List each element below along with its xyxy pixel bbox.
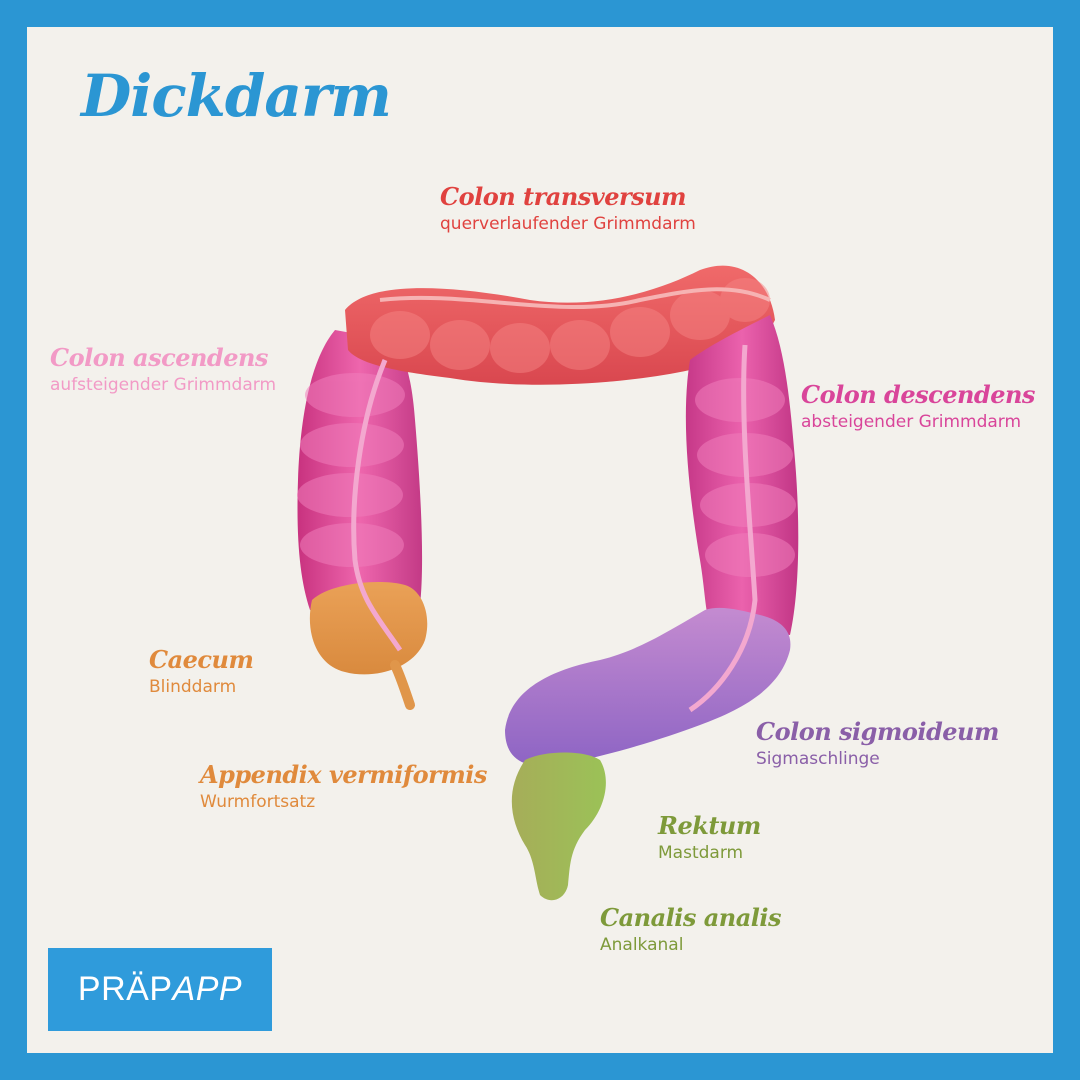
label-latin: Colon transversum [440, 182, 686, 211]
label-german: Blinddarm [149, 677, 237, 697]
label-colon-ascendens: Colon ascendens aufsteigender Grimmdarm [50, 343, 276, 397]
label-latin: Colon descendens [801, 380, 1035, 409]
label-latin: Colon sigmoideum [756, 717, 999, 746]
label-german: Mastdarm [658, 843, 744, 863]
label-colon-descendens: Colon descendens absteigender Grimmdarm [801, 380, 1035, 434]
label-german: Wurmfortsatz [200, 792, 316, 812]
label-latin: Appendix vermiformis [200, 760, 487, 789]
label-colon-transversum: Colon transversum querverlaufender Grimm… [440, 182, 696, 236]
label-latin: Canalis analis [600, 903, 782, 932]
logo-italic: APP [172, 970, 243, 1008]
label-latin: Colon ascendens [50, 343, 268, 372]
page-title: Dickdarm [81, 62, 392, 130]
label-canalis-analis: Canalis analis Analkanal [600, 903, 782, 957]
label-german: querverlaufender Grimmdarm [440, 214, 696, 234]
label-rektum: Rektum Mastdarm [658, 811, 761, 865]
label-german: aufsteigender Grimmdarm [50, 375, 277, 395]
label-colon-sigmoideum: Colon sigmoideum Sigmaschlinge [756, 717, 999, 771]
label-appendix: Appendix vermiformis Wurmfortsatz [200, 760, 487, 814]
colon-sigmoideum-shape [505, 607, 791, 767]
label-latin: Rektum [658, 811, 761, 840]
colon-descendens-shape [685, 315, 799, 635]
label-german: Analkanal [600, 935, 684, 955]
rektum-shape [511, 752, 606, 901]
label-german: Sigmaschlinge [756, 749, 880, 769]
label-german: absteigender Grimmdarm [801, 412, 1022, 432]
label-caecum: Caecum Blinddarm [149, 645, 254, 699]
label-latin: Caecum [149, 645, 254, 674]
logo-main: PRÄP [77, 970, 173, 1008]
